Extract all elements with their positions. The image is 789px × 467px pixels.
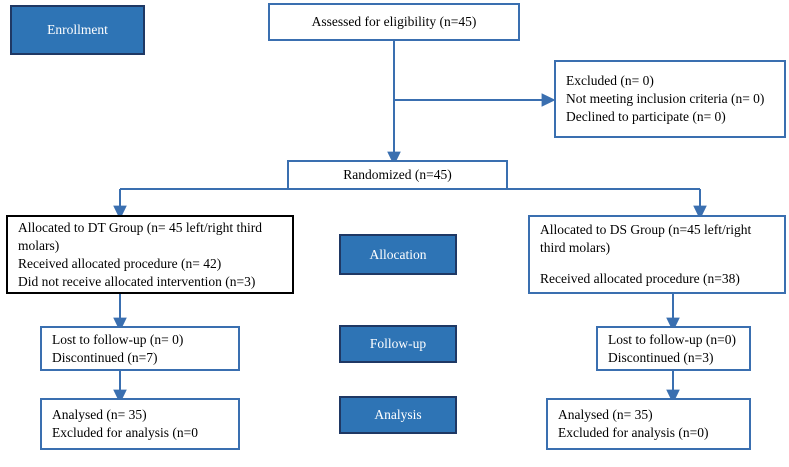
left-allocation-line-3: Did not receive allocated intervention (… bbox=[18, 273, 256, 289]
stage-label-analysis: Analysis bbox=[339, 396, 457, 434]
right-followup-box: Lost to follow-up (n=0) Discontinued (n=… bbox=[596, 326, 751, 371]
right-analysis-line-1: Analysed (n= 35) bbox=[558, 407, 653, 422]
left-allocation-line-1: Allocated to DT Group (n= 45 left/right … bbox=[18, 219, 266, 253]
stage-label-enrollment: Enrollment bbox=[10, 5, 145, 55]
left-followup-box: Lost to follow-up (n= 0) Discontinued (n… bbox=[40, 326, 240, 371]
stage-label-allocation-text: Allocation bbox=[369, 246, 427, 262]
assessed-line-1: Assessed for eligibility (n=45) bbox=[311, 14, 477, 29]
right-analysis-box: Analysed (n= 35) Excluded for analysis (… bbox=[546, 398, 751, 450]
stage-label-followup-text: Follow-up bbox=[369, 336, 427, 351]
excluded-line-1: Excluded (n= 0) bbox=[566, 73, 654, 88]
assessed-for-eligibility-box: Assessed for eligibility (n=45) bbox=[268, 3, 520, 41]
left-followup-line-2: Discontinued (n=7) bbox=[52, 349, 158, 365]
right-allocation-line-3: Received allocated procedure (n=38) bbox=[540, 271, 740, 286]
excluded-line-3: Declined to participate (n= 0) bbox=[566, 109, 726, 124]
left-analysis-line-1: Analysed (n= 35) bbox=[52, 407, 147, 422]
randomized-line-1: Randomized (n=45) bbox=[343, 167, 452, 182]
left-allocation-box: Allocated to DT Group (n= 45 left/right … bbox=[6, 215, 294, 294]
randomized-box: Randomized (n=45) bbox=[287, 160, 508, 190]
stage-label-followup: Follow-up bbox=[339, 325, 457, 363]
right-allocation-line-2 bbox=[540, 257, 774, 270]
left-allocation-line-2: Received allocated procedure (n= 42) bbox=[18, 255, 222, 271]
excluded-box: Excluded (n= 0) Not meeting inclusion cr… bbox=[554, 60, 786, 138]
excluded-line-2: Not meeting inclusion criteria (n= 0) bbox=[566, 91, 765, 106]
right-allocation-line-1: Allocated to DS Group (n=45 left/right t… bbox=[540, 222, 755, 255]
left-analysis-line-2: Excluded for analysis (n=0 bbox=[52, 425, 198, 440]
stage-label-analysis-text: Analysis bbox=[374, 407, 422, 422]
right-followup-line-2: Discontinued (n=3) bbox=[608, 349, 714, 365]
right-analysis-line-2: Excluded for analysis (n=0) bbox=[558, 425, 709, 440]
stage-label-allocation: Allocation bbox=[339, 234, 457, 275]
right-followup-line-1: Lost to follow-up (n=0) bbox=[608, 331, 736, 347]
right-allocation-box: Allocated to DS Group (n=45 left/right t… bbox=[528, 215, 786, 294]
left-followup-line-1: Lost to follow-up (n= 0) bbox=[52, 331, 184, 347]
left-analysis-box: Analysed (n= 35) Excluded for analysis (… bbox=[40, 398, 240, 450]
stage-label-enrollment-text: Enrollment bbox=[47, 22, 108, 37]
